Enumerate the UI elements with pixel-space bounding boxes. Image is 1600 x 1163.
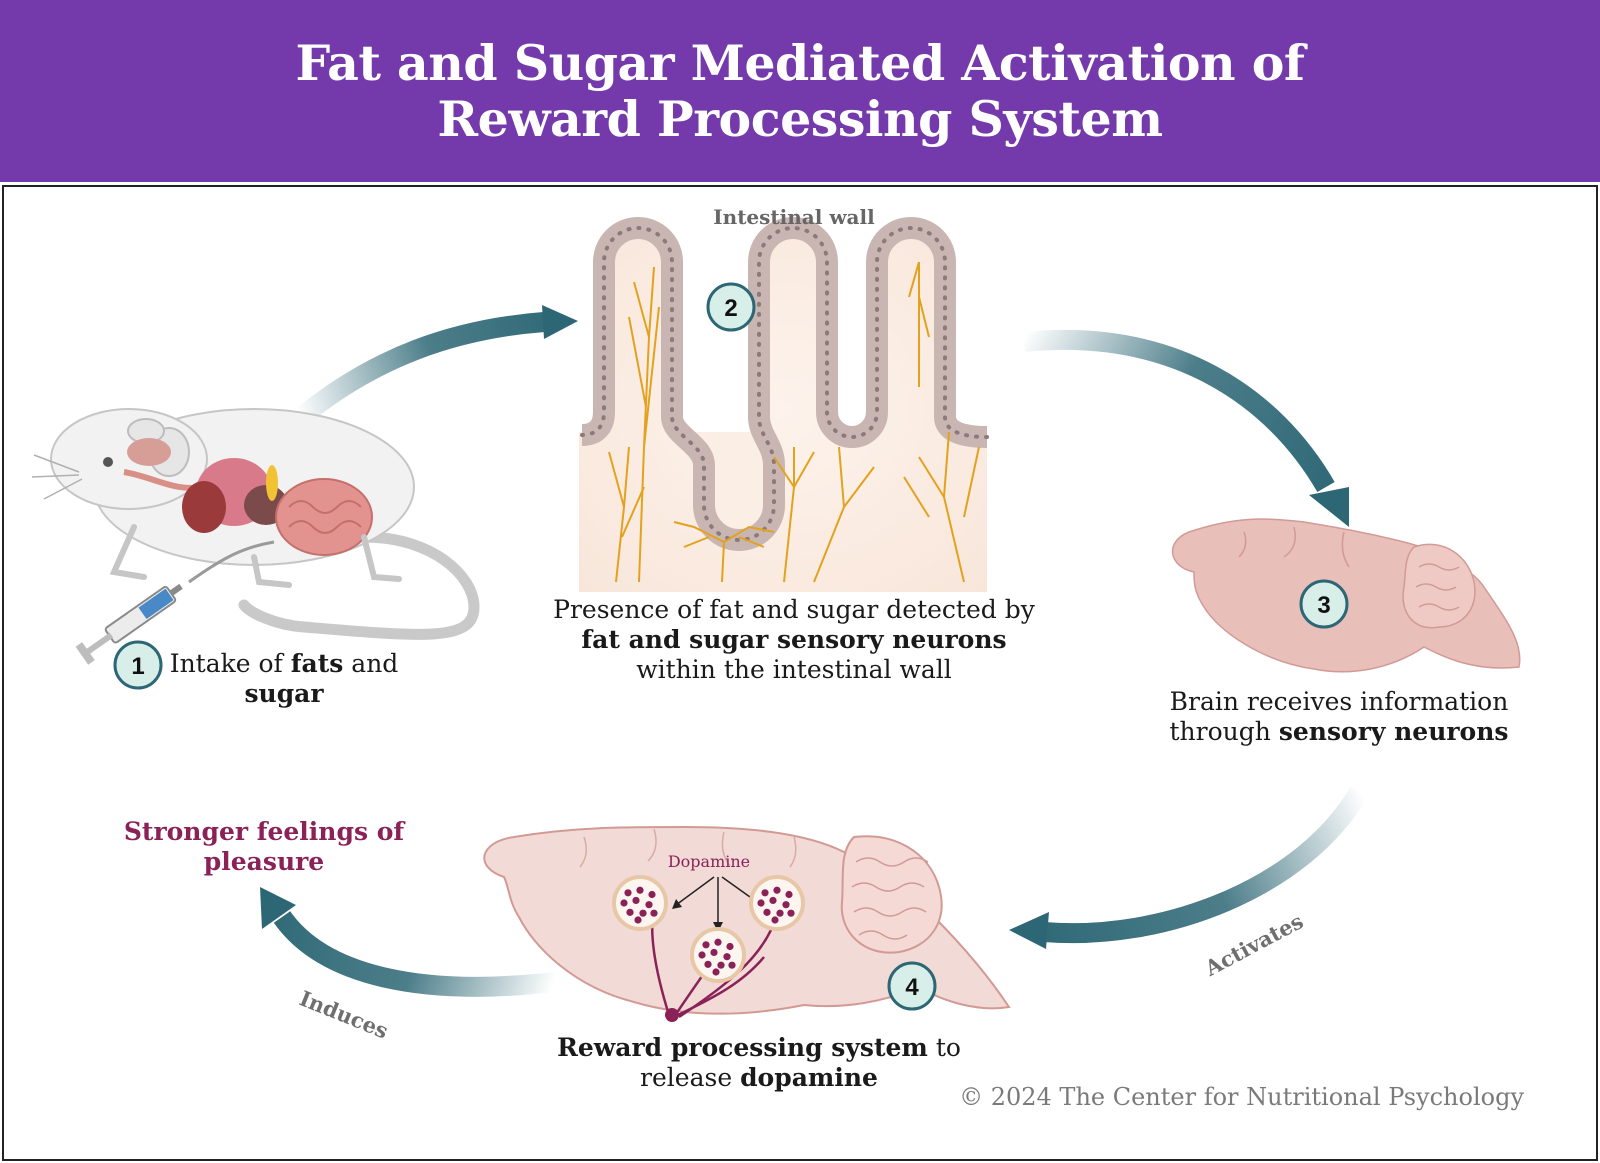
diagram-canvas — [31, 217, 1521, 1022]
dopamine-label: Dopamine — [667, 852, 751, 871]
caption-text: Intake of — [169, 649, 291, 678]
syringe-icon — [75, 540, 275, 665]
caption-emphasis: dopamine — [740, 1063, 878, 1092]
step-3-caption: Brain receives information through senso… — [1159, 687, 1519, 747]
caption-text: Presence of fat and sugar detected by — [553, 595, 1035, 624]
outcome-label: Stronger feelings of pleasure — [123, 817, 405, 876]
caption-text: within the intestinal wall — [636, 655, 952, 684]
caption-emphasis: Reward processing system — [557, 1033, 928, 1062]
intestinal-wall-label: Intestinal wall — [713, 205, 875, 229]
caption-emphasis: sensory neurons — [1278, 717, 1509, 746]
brain-icon — [483, 825, 1011, 1022]
mouse-illustration — [31, 408, 480, 640]
flow-arrow — [1009, 786, 1368, 949]
flow-arrow — [1023, 329, 1349, 527]
flow-arrow — [260, 887, 556, 997]
dopamine-vesicle-icon — [690, 927, 746, 983]
caption-text: and — [343, 649, 399, 678]
step-1-caption: Intake of fats and sugar — [164, 649, 404, 709]
caption-text: to release — [640, 1033, 961, 1092]
intestinal-villi — [579, 217, 989, 592]
vesicle-layer — [612, 875, 805, 983]
page-title: Fat and Sugar Mediated Activation of Rew… — [295, 34, 1305, 148]
dopamine-vesicle-icon — [749, 875, 805, 931]
step-2-caption: Presence of fat and sugar detected by fa… — [544, 595, 1044, 685]
step-4-caption: Reward processing system to release dopa… — [549, 1033, 969, 1093]
flow-arrow — [292, 305, 578, 427]
caption-emphasis: fat and sugar sensory neurons — [581, 625, 1007, 654]
caption-text: Brain receives information through — [1169, 687, 1509, 746]
diagram-panel: 1 2 3 4 Intestinal wall Dopamine Intake … — [2, 185, 1598, 1161]
copyright-notice: © 2024 The Center for Nutritional Psycho… — [959, 1083, 1524, 1111]
caption-emphasis: sugar — [244, 679, 324, 708]
header-banner: Fat and Sugar Mediated Activation of Rew… — [0, 0, 1600, 182]
dopamine-vesicle-icon — [612, 875, 668, 931]
caption-emphasis: fats — [290, 649, 344, 678]
